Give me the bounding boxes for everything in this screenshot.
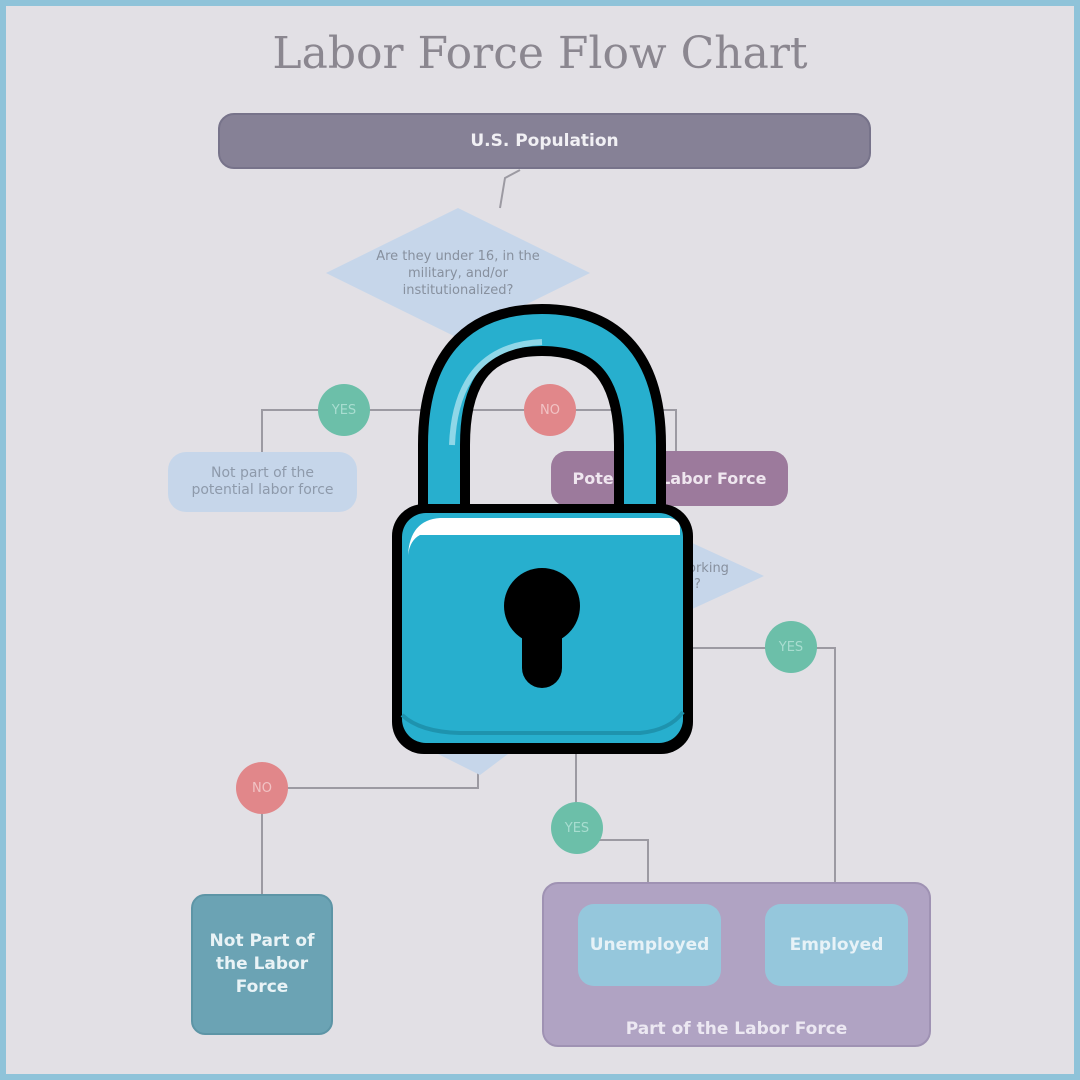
yes-badge-3: YES	[551, 802, 603, 854]
node-unemployed: Unemployed	[578, 904, 721, 986]
node-employed: Employed	[765, 904, 908, 986]
no-badge-2: NO	[236, 762, 288, 814]
no-badge-1: NO	[524, 384, 576, 436]
node-us-population: U.S. Population	[218, 113, 871, 169]
node-not-potential: Not part of the potential labor force	[168, 452, 357, 512]
yes-badge-1: YES	[318, 384, 370, 436]
page-title: Labor Force Flow Chart	[272, 28, 808, 79]
diamond-question-2	[690, 542, 764, 610]
question-2-fragment: orking	[688, 561, 729, 576]
part-of-labor-force-label: Part of the Labor Force	[625, 1019, 848, 1039]
question-1-label: Are they under 16, in the military, and/…	[376, 249, 540, 298]
connector-pop-q1	[499, 169, 521, 209]
connector-yes-left	[261, 409, 460, 452]
question-2-fragment-2: ?	[694, 577, 701, 592]
node-not-part-of-labor-force: Not Part of the Labor Force	[191, 894, 333, 1035]
connector-q2-yes-right	[690, 647, 836, 894]
yes-badge-2: YES	[765, 621, 817, 673]
